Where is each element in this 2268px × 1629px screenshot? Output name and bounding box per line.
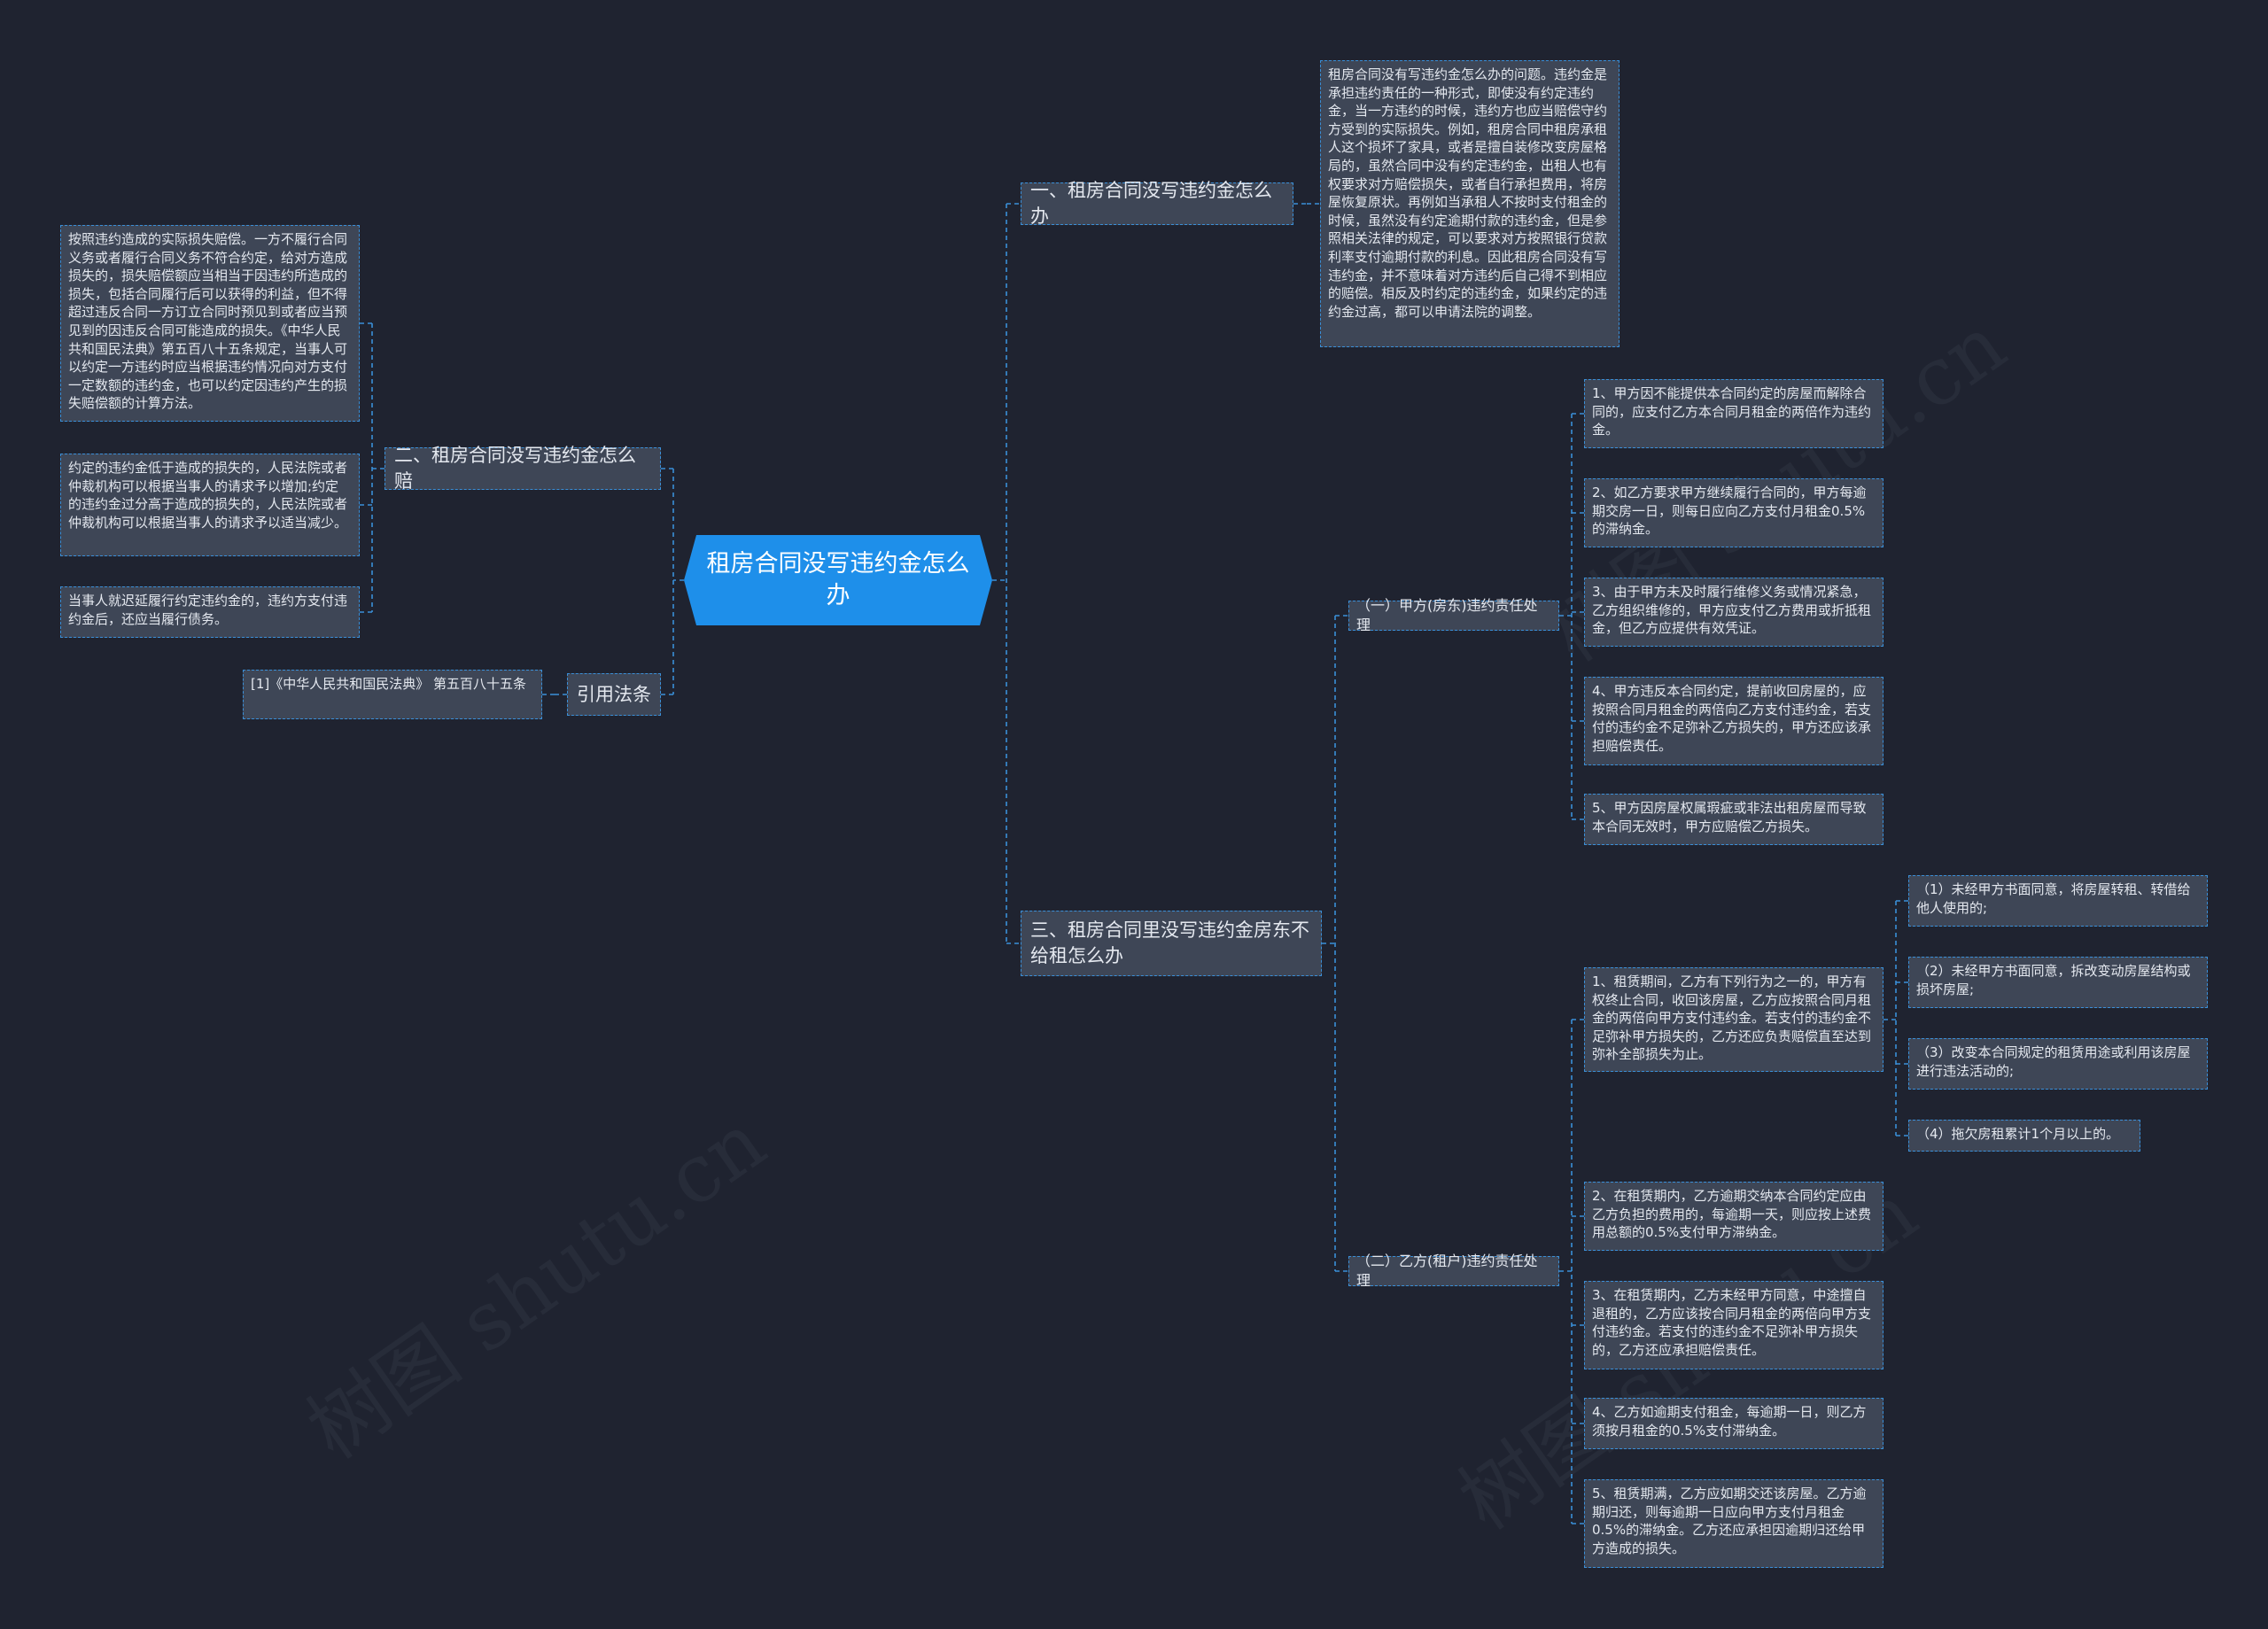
landlord-item-4[interactable]: 4、甲方违反本合同约定，提前收回房屋的，应按照合同月租金的两倍向乙方支付违约金，…: [1584, 677, 1884, 765]
tenant-subitem-4[interactable]: （4）拖欠房租累计1个月以上的。: [1908, 1120, 2140, 1152]
branch-1-detail[interactable]: 租房合同没有写违约金怎么办的问题。违约金是承担违约责任的一种形式，即使没有约定违…: [1320, 60, 1619, 347]
tenant-item-4[interactable]: 4、乙方如逾期支付租金，每逾期一日，则乙方须按月租金的0.5%支付滞纳金。: [1584, 1398, 1884, 1449]
tenant-liability-topic[interactable]: （二）乙方(租户)违约责任处理: [1348, 1253, 1559, 1289]
landlord-item-5[interactable]: 5、甲方因房屋权属瑕疵或非法出租房屋而导致本合同无效时，甲方应赔偿乙方损失。: [1584, 794, 1884, 845]
compensation-item-2[interactable]: 约定的违约金低于造成的损失的，人民法院或者仲裁机构可以根据当事人的请求予以增加;…: [60, 454, 360, 556]
compensation-item-3[interactable]: 当事人就迟延履行约定违约金的，违约方支付违约金后，还应当履行债务。: [60, 586, 360, 638]
root-topic[interactable]: 租房合同没写违约金怎么办: [684, 535, 992, 625]
branch-3-topic[interactable]: 三、租房合同里没写违约金房东不给租怎么办: [1021, 911, 1322, 976]
landlord-item-3[interactable]: 3、由于甲方未及时履行维修义务或情况紧急，乙方组织维修的，甲方应支付乙方费用或折…: [1584, 578, 1884, 647]
landlord-item-1[interactable]: 1、甲方因不能提供本合同约定的房屋而解除合同的，应支付乙方本合同月租金的两倍作为…: [1584, 379, 1884, 448]
landlord-item-2[interactable]: 2、如乙方要求甲方继续履行合同的，甲方每逾期交房一日，则每日应向乙方支付月租金0…: [1584, 478, 1884, 547]
tenant-subitem-3[interactable]: （3）改变本合同规定的租赁用途或利用该房屋进行违法活动的;: [1908, 1038, 2208, 1090]
tenant-subitem-1[interactable]: （1）未经甲方书面同意，将房屋转租、转借给他人使用的;: [1908, 875, 2208, 927]
branch-2-topic[interactable]: 二、租房合同没写违约金怎么赔: [384, 445, 661, 492]
tenant-item-3[interactable]: 3、在租赁期内，乙方未经甲方同意，中途擅自退租的，乙方应该按合同月租金的两倍向甲…: [1584, 1281, 1884, 1369]
compensation-item-1[interactable]: 按照违约造成的实际损失赔偿。一方不履行合同义务或者履行合同义务不符合约定，给对方…: [60, 225, 360, 422]
tenant-subitem-2[interactable]: （2）未经甲方书面同意，拆改变动房屋结构或损坏房屋;: [1908, 957, 2208, 1008]
tenant-item-2[interactable]: 2、在租赁期内，乙方逾期交纳本合同约定应由乙方负担的费用的，每逾期一天，则应按上…: [1584, 1182, 1884, 1251]
tenant-item-1[interactable]: 1、租赁期间，乙方有下列行为之一的，甲方有权终止合同，收回该房屋，乙方应按照合同…: [1584, 967, 1884, 1072]
tenant-item-5[interactable]: 5、租赁期满，乙方应如期交还该房屋。乙方逾期归还，则每逾期一日应向甲方支付月租金…: [1584, 1479, 1884, 1568]
cited-law-topic[interactable]: 引用法条: [567, 673, 661, 716]
landlord-liability-topic[interactable]: （一）甲方(房东)违约责任处理: [1348, 597, 1559, 633]
cited-law-item[interactable]: [1]《中华人民共和国民法典》 第五百八十五条: [243, 670, 542, 719]
branch-1-topic[interactable]: 一、租房合同没写违约金怎么办: [1021, 180, 1293, 227]
